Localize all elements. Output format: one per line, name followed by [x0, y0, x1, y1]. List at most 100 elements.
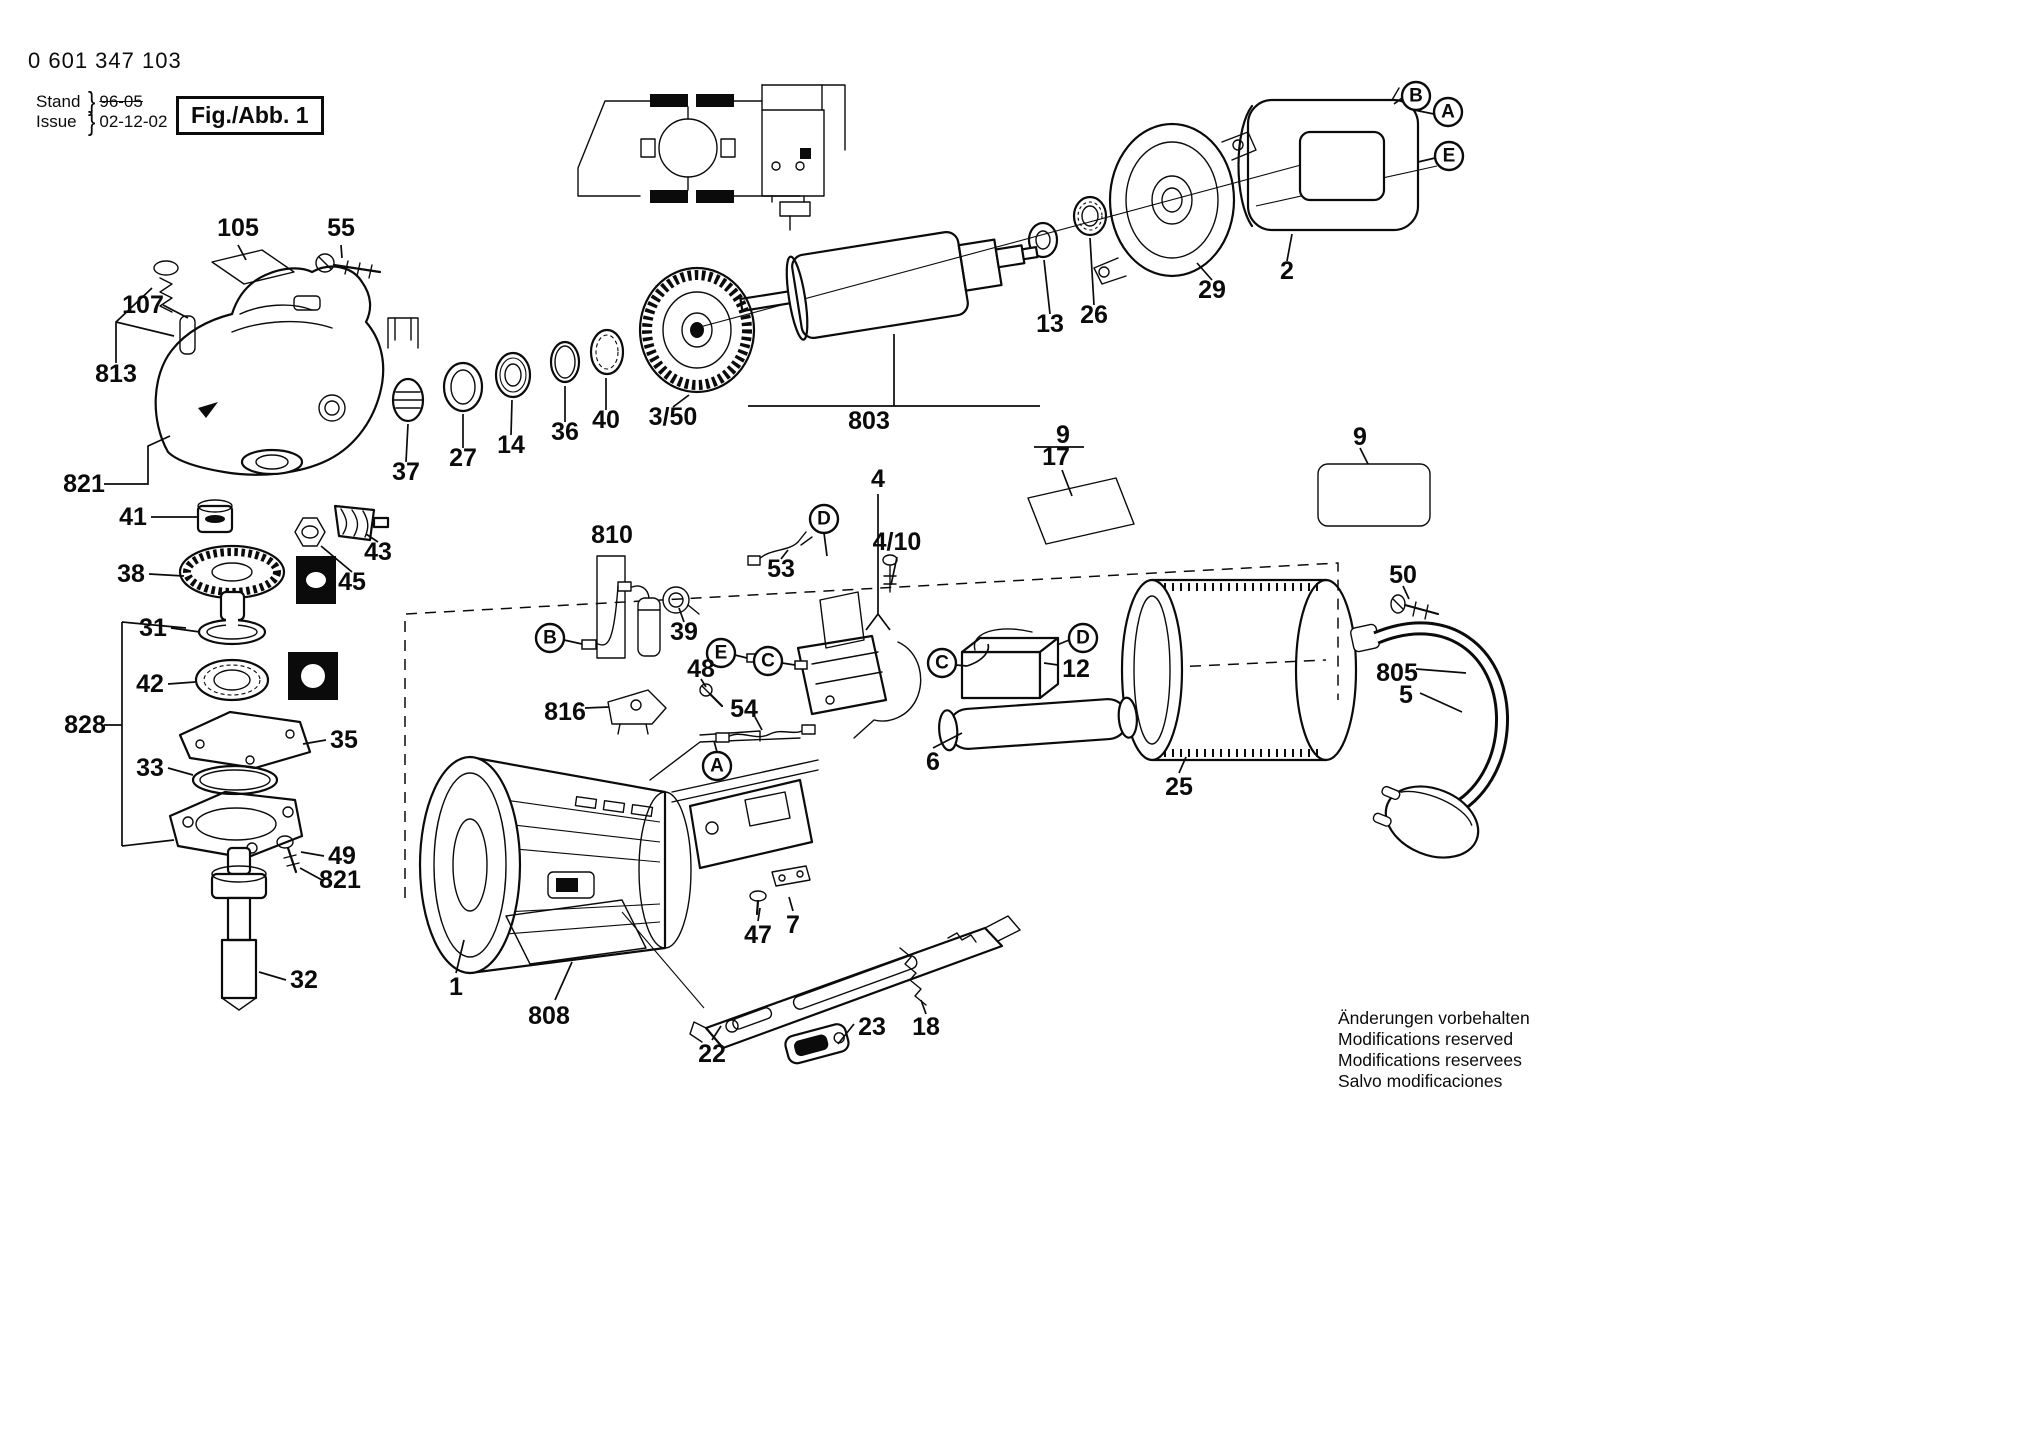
part-callout-810: 810 [591, 521, 633, 549]
ring-26-drawing [1072, 195, 1108, 237]
part-callout-12: 12 [1062, 655, 1090, 683]
part-callout-18: 18 [912, 1013, 940, 1041]
stand-label: Stand [36, 92, 81, 111]
stator-drawing [1237, 87, 1429, 232]
bearing-14-drawing [494, 351, 532, 399]
lever-23-drawing [784, 1023, 850, 1065]
svg-text:C: C [761, 651, 775, 672]
ref-letter-D: D [1067, 622, 1099, 654]
stand-value: 96-05 [99, 92, 143, 111]
part-callout-38: 38 [117, 560, 145, 588]
brace-glyph: } [88, 86, 96, 117]
clip-drawing [387, 317, 419, 349]
part-callout-5: 5 [1399, 681, 1413, 709]
part-callout-9: 9 [1056, 421, 1070, 449]
part-callout-4: 4 [871, 465, 885, 493]
part-callout-23: 23 [858, 1013, 886, 1041]
seal-ring-33-drawing [191, 764, 279, 796]
issue-label: Issue [36, 112, 77, 131]
figure-label: Fig./Abb. 1 [176, 96, 324, 135]
pinion-43-drawing [333, 504, 390, 542]
bearing-13-drawing [1027, 221, 1059, 259]
bearing-42-drawing [194, 652, 338, 702]
svg-text:A: A [710, 756, 724, 777]
crown-gear-38-drawing [178, 544, 336, 622]
part-callout-55: 55 [327, 214, 355, 242]
revision-block: Stand } 96-05 Issue } 02-12-02 [36, 86, 167, 134]
part-callout-41: 41 [119, 503, 147, 531]
part-callout-49: 49 [328, 842, 356, 870]
screw-48-drawing [699, 683, 724, 708]
spring-18-drawing [899, 947, 927, 1006]
ref-letter-C: C [926, 647, 958, 679]
leader-lines [104, 97, 1467, 1045]
ref-letter-A: A [1432, 96, 1464, 128]
strain-relief-6-drawing [938, 696, 1138, 752]
part-callout-6: 6 [926, 748, 940, 776]
part-callout-9: 9 [1353, 423, 1367, 451]
washer-36-drawing [549, 340, 581, 384]
svg-text:A: A [1441, 102, 1455, 123]
part-callout-27: 27 [449, 444, 477, 472]
sticker-9-17-drawing [1027, 477, 1135, 545]
part-callout-1: 1 [449, 973, 463, 1001]
part-callout-22: 22 [698, 1040, 726, 1068]
part-callout-813: 813 [95, 360, 137, 388]
switch-assembly-drawing [796, 554, 922, 739]
part-callout-33: 33 [136, 754, 164, 782]
part-callout-26: 26 [1080, 301, 1108, 329]
part-callout-828: 828 [64, 711, 106, 739]
coil-spring-39-drawing [662, 586, 700, 615]
bearing-flange-drawing [1093, 122, 1257, 285]
part-callout-3-50: 3/50 [649, 403, 698, 431]
footer-note: Modifications reserved [1338, 1029, 1514, 1049]
part-callout-25: 25 [1165, 773, 1193, 801]
part-callout-31: 31 [139, 614, 167, 642]
part-callout-40: 40 [592, 406, 620, 434]
wire-53-drawing [747, 531, 813, 566]
wiring-schematic-drawing [577, 84, 846, 231]
snap-ring-31-drawing [197, 618, 267, 646]
part-callout-53: 53 [767, 555, 795, 583]
part-callout-50: 50 [1389, 561, 1417, 589]
plate-7-drawing [771, 865, 811, 887]
ref-letter-E: E [705, 637, 737, 669]
part-callout-54: 54 [730, 695, 758, 723]
part-callout-32: 32 [290, 966, 318, 994]
part-callout-14: 14 [497, 431, 525, 459]
svg-text:B: B [1409, 86, 1423, 107]
svg-text:C: C [935, 653, 949, 674]
type-number: 0 601 347 103 [28, 48, 182, 73]
part-callout-803: 803 [848, 407, 890, 435]
ref-letter-C: C [752, 645, 784, 677]
footer-note: Modifications reservees [1338, 1050, 1522, 1070]
gear-head-housing-drawing [154, 265, 385, 476]
part-callout-42: 42 [136, 670, 164, 698]
brush-holder-816-drawing [607, 689, 667, 735]
part-callout-35: 35 [330, 726, 358, 754]
part-callout-39: 39 [670, 618, 698, 646]
footer-note: Änderungen vorbehalten [1338, 1008, 1530, 1028]
part-callout-816: 816 [544, 698, 586, 726]
part-callout-48: 48 [687, 655, 715, 683]
part-callout-808: 808 [528, 1002, 570, 1030]
part-callout-45: 45 [338, 568, 366, 596]
sticker-9-drawing [1317, 463, 1431, 527]
part-callout-2: 2 [1280, 257, 1294, 285]
svg-text:D: D [1076, 628, 1090, 649]
part-callout-7: 7 [786, 911, 800, 939]
washer-40-drawing [589, 328, 625, 376]
svg-text:B: B [543, 628, 557, 649]
motor-housing-drawing [418, 730, 819, 975]
part-callout-13: 13 [1036, 310, 1064, 338]
name-plate-105-drawing [211, 249, 295, 285]
ref-letter-D: D [808, 503, 840, 535]
bearing-37-drawing [391, 377, 425, 423]
part-callout-105: 105 [217, 214, 259, 242]
part-callout-805: 805 [1376, 659, 1418, 687]
